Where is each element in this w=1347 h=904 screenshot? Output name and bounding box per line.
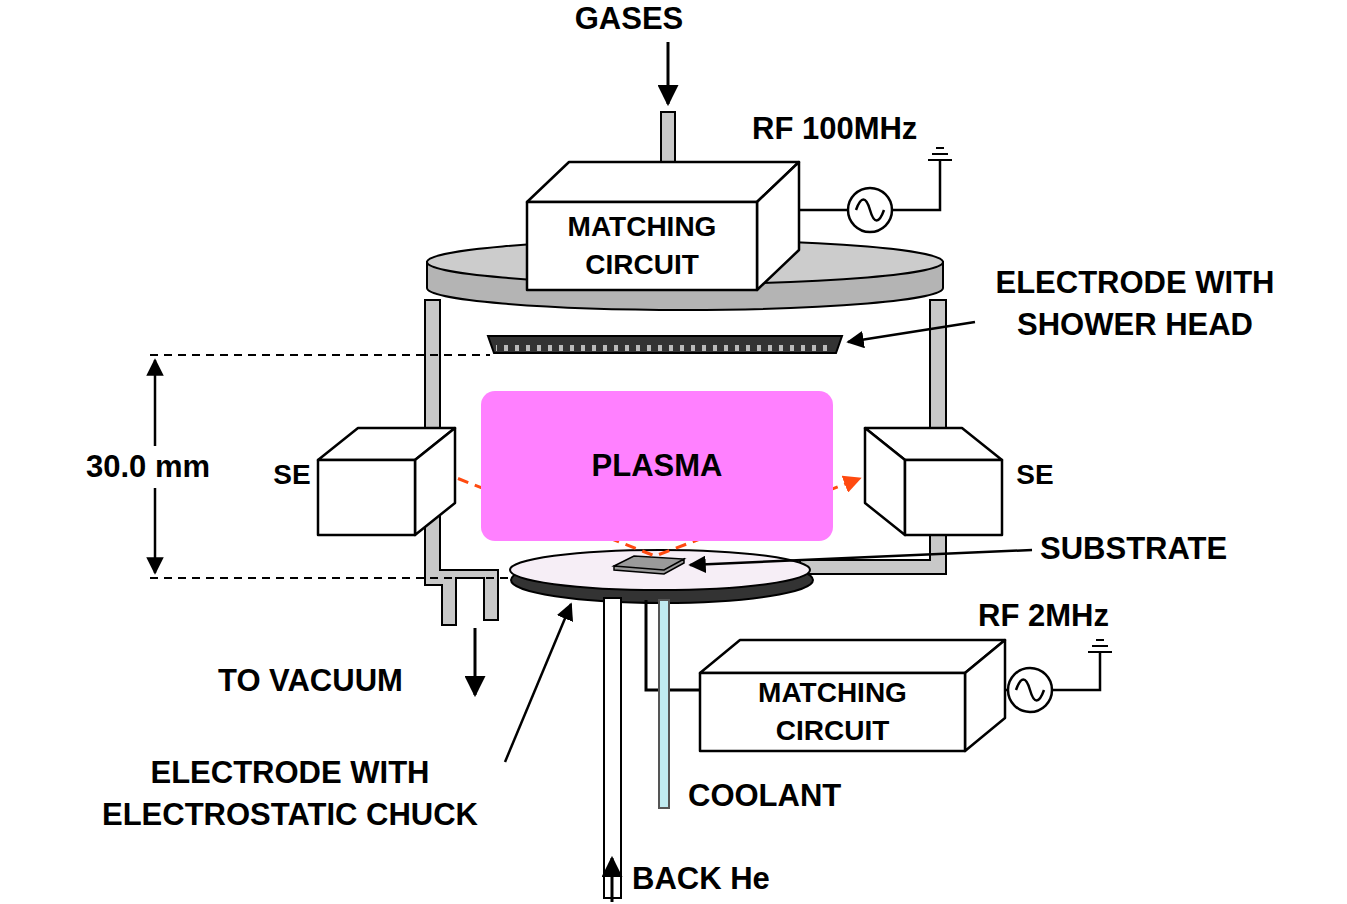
shower-head <box>488 336 842 353</box>
rf-wire <box>797 209 848 212</box>
back-he-arrow <box>611 858 614 902</box>
dimension-label: 30.0 mm <box>82 446 214 488</box>
node-label: PLASMA <box>481 391 833 541</box>
part-name: COOLANT <box>688 775 841 817</box>
part-name: TO VACUUM <box>218 660 403 702</box>
node-label: SE <box>1008 454 1062 496</box>
sine <box>856 200 884 221</box>
dimension-line <box>150 354 490 356</box>
leader-line <box>505 604 571 762</box>
back-he-pipe <box>604 598 621 898</box>
chuck-top <box>510 550 810 590</box>
ellipsometer-box: SE <box>860 420 1065 537</box>
sine <box>1016 680 1044 701</box>
leader-line <box>690 550 1032 565</box>
rf-wire <box>892 160 940 210</box>
vacuum-arrow <box>474 628 477 695</box>
matching-circuit-box: MATCHING CIRCUIT <box>527 160 801 294</box>
rf-feed <box>646 600 700 690</box>
node-label: MATCHING CIRCUIT <box>527 202 757 290</box>
gas-inlet-label: GASES <box>529 0 729 40</box>
gas-arrow <box>667 42 670 104</box>
rf-wire <box>1052 652 1100 690</box>
rf-source <box>1008 668 1052 712</box>
dimension-line <box>150 577 510 579</box>
box-face <box>527 162 799 202</box>
rf-source <box>848 188 892 232</box>
box-face <box>865 428 905 535</box>
ground-symbol <box>1088 640 1112 652</box>
box-face <box>757 162 799 290</box>
part-name: ELECTRODE WITH ELECTROSTATIC CHUCK <box>60 752 520 836</box>
coolant-pipe <box>659 600 669 808</box>
ellipsometer-box: SE <box>268 420 458 537</box>
part-name: ELECTRODE WITH SHOWER HEAD <box>935 262 1335 346</box>
rf-source-label: RF 2MHz <box>978 595 1109 637</box>
box-face <box>700 640 1005 673</box>
rf-source-label: RF 100MHz <box>752 108 917 150</box>
plasma-region: PLASMA <box>481 391 833 541</box>
substrate <box>614 556 684 574</box>
ground-symbol <box>928 148 952 160</box>
box-face <box>318 460 415 535</box>
part-name: SUBSTRATE <box>1040 528 1227 570</box>
part-name: BACK He <box>632 858 770 900</box>
shower-holes <box>496 345 832 351</box>
leader-line <box>848 322 975 342</box>
box-face <box>415 428 455 535</box>
box-face <box>700 673 965 751</box>
box-face <box>527 202 757 290</box>
box-face <box>905 460 1002 535</box>
node-label: MATCHING CIRCUIT <box>700 673 965 751</box>
node-label: SE <box>268 454 316 496</box>
matching-circuit-box: MATCHING CIRCUIT <box>700 638 1007 755</box>
box-face <box>965 640 1005 751</box>
